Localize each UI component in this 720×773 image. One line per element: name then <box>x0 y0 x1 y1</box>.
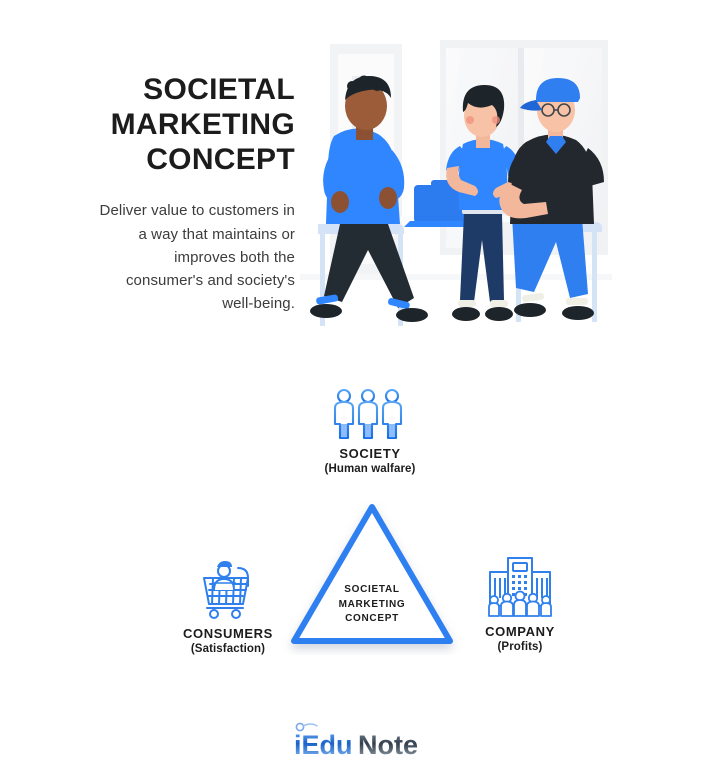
hero-illustration <box>300 28 612 340</box>
hero-text-block: SOCIETAL MARKETING CONCEPT Deliver value… <box>30 72 295 316</box>
node-title-company: COMPANY <box>485 624 555 639</box>
node-title-society: SOCIETY <box>339 446 401 461</box>
person-center-illustration <box>446 84 520 321</box>
center-triangle: SOCIETAL MARKETING CONCEPT <box>282 495 462 655</box>
node-subtitle-company: (Profits) <box>497 641 543 653</box>
diagram-node-consumers: CONSUMERS (Satisfaction) <box>148 558 308 655</box>
laptop-illustration <box>404 180 482 227</box>
three-people-icon <box>333 388 403 440</box>
node-subtitle-consumers: (Satisfaction) <box>190 643 266 655</box>
page-title: SOCIETAL MARKETING CONCEPT <box>110 73 295 177</box>
shopping-cart-icon <box>203 561 249 619</box>
triangle-shape-icon <box>291 504 453 644</box>
office-building-icon <box>488 557 552 617</box>
hero-description: Deliver value to customers in a way that… <box>99 202 295 313</box>
societal-marketing-triangle-diagram: SOCIETY (Human walfare) <box>0 370 720 700</box>
logo-dot-icon <box>295 722 318 732</box>
person-left-illustration <box>310 75 428 326</box>
iedunote-logo[interactable]: iEdu Note <box>288 718 438 762</box>
triangle-center-label: SOCIETAL MARKETING CONCEPT <box>338 584 406 624</box>
person-right-illustration <box>499 78 604 322</box>
diagram-node-company: COMPANY (Profits) <box>440 554 600 653</box>
logo-text-secondary: Note <box>358 730 418 760</box>
diagram-node-society: SOCIETY (Human walfare) <box>300 388 440 475</box>
node-title-consumers: CONSUMERS <box>183 626 273 641</box>
logo-text-primary: iEdu <box>294 730 353 760</box>
node-subtitle-society: (Human walfare) <box>324 463 416 475</box>
